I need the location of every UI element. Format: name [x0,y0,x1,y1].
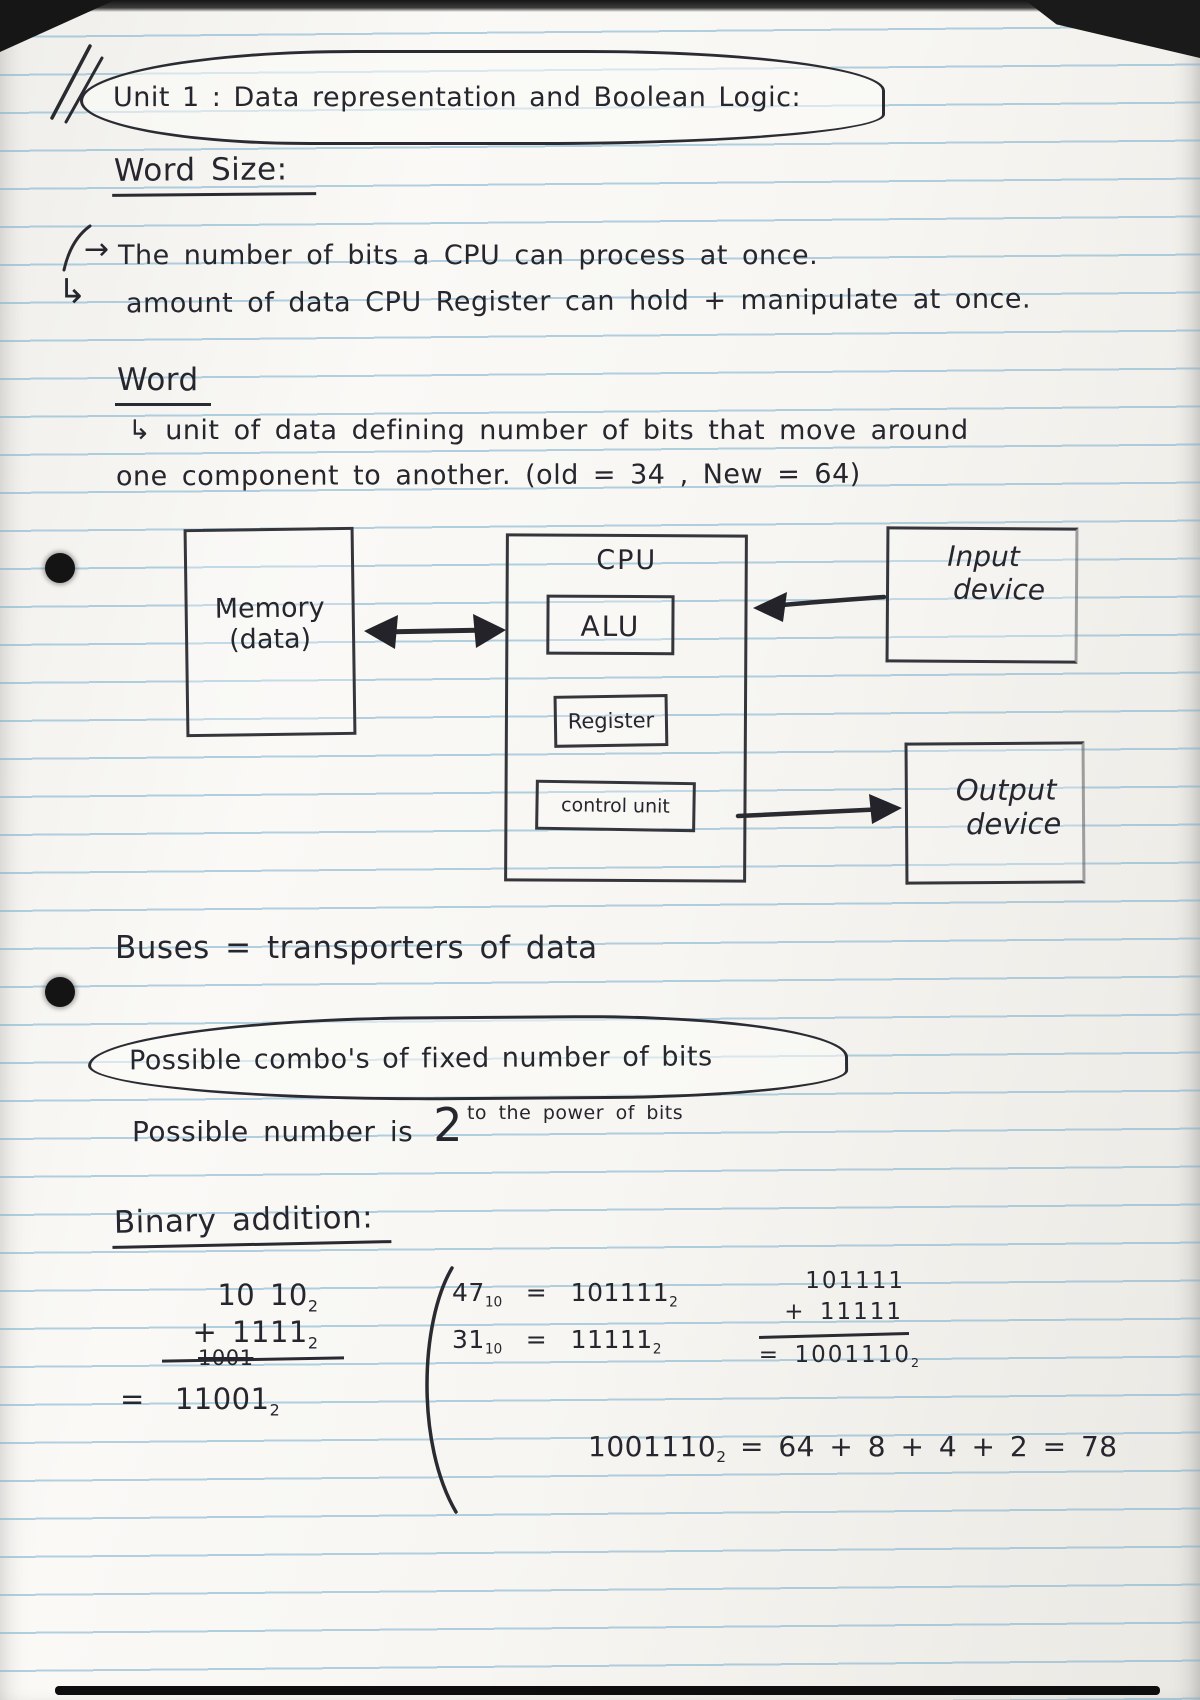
register-label: Register [567,708,655,734]
ex3-result: 10011102 [795,1342,919,1370]
ex3-result-value: 1001110 [794,1342,911,1368]
binary-example-1: 10 102 + 11112 1001 = 110012 [120,1278,370,1438]
ex3-result-row: = 10011102 [759,1342,919,1370]
memory-box: Memory (data) [183,526,357,738]
combos-note: Possible combo's of fixed number of bits [128,1040,713,1076]
final-binary-value: 1001110 [588,1430,717,1463]
ex1-equals: = [120,1382,145,1416]
arrow-right-icon: → [84,232,110,267]
scan-top-edge [0,0,1200,12]
buses-note: Buses = transporters of data [115,930,598,966]
word-size-point-2: amount of data CPU Register can hold + m… [125,283,1032,320]
output-device-label-line-1: Output [955,772,1057,808]
ex2-line2-binary-base: 2 [652,1341,662,1357]
word-size-point-1: The number of bits a CPU can process at … [118,240,819,271]
output-device-label-line-2: device [965,806,1062,842]
ex2-line2-decimal: 31 [452,1324,485,1354]
ex2-line2-binary: 11111 [570,1324,653,1354]
ex1-operand-2-base: 2 [307,1333,318,1353]
ex1-operand-1: 10 102 [217,1278,318,1315]
word-size-heading: Word Size: [111,151,316,197]
ex1-operand-2-value: + 1111 [192,1315,308,1349]
cpu-label: CPU [596,544,658,577]
final-binary-base: 2 [716,1448,726,1467]
ex2-line1-decimal: 47 [452,1278,485,1307]
hole-punch-top [45,553,75,583]
alu-label: ALU [580,609,641,644]
ex3-equals: = [758,1342,779,1368]
ex2-line-2: 3110 = 111112 [452,1325,678,1358]
memory-label: Memory (data) [187,592,352,656]
input-device-label: Input device [947,540,1075,607]
ex1-result: 110012 [175,1382,280,1419]
ex2-line2-equals: = [525,1324,548,1354]
ex2-line1-decimal-base: 10 [484,1294,503,1311]
register-box: Register [553,694,669,748]
ex3-result-base: 2 [910,1355,919,1371]
ex1-operand-1-value: 10 10 [217,1278,308,1312]
binary-addition-heading: Binary addition: [111,1199,392,1249]
final-decimal-sum: = 64 + 8 + 4 + 2 = 78 [740,1430,1118,1463]
ex2-line1-binary-base: 2 [669,1294,678,1311]
ex3-sum-rule [758,1332,910,1339]
cpu-box: CPU ALU Register control unit [504,533,748,883]
alu-box: ALU [546,594,675,656]
ex2-line1-binary: 101111 [570,1278,670,1307]
final-binary: 10011102 [588,1430,726,1466]
hole-punch-bottom [45,977,75,1007]
ex1-carry-struck: 1001 [198,1346,254,1370]
ex1-result-base: 2 [269,1400,280,1420]
input-device-label-line-2: device [952,572,1046,607]
output-device-label: Output device [955,772,1082,842]
arrow-hook-icon: ↳ [58,272,87,312]
ex1-operand-1-base: 2 [307,1296,318,1316]
binary-example-3: 101111 + 11111 = 10011102 [759,1268,919,1398]
ex3-operand-2: + 11111 [784,1299,903,1325]
binary-example-2: 4710 = 1011112 3110 = 111112 [452,1278,678,1357]
input-device-box: Input device [885,526,1079,664]
word-definition-line-2: one component to another. (old = 34 , Ne… [115,458,861,493]
possible-exponent: to the power of bits [466,1102,684,1124]
ex2-line2-decimal-base: 10 [484,1341,503,1357]
ex1-result-row: = 110012 [120,1382,280,1419]
final-conversion-line: 10011102 = 64 + 8 + 4 + 2 = 78 [588,1430,1118,1466]
control-unit-label: control unit [560,794,671,818]
word-heading: Word [115,362,211,406]
ex1-result-value: 11001 [174,1382,270,1416]
ex1-operand-2: + 11112 [193,1315,318,1352]
ex2-line-1: 4710 = 1011112 [452,1278,678,1311]
possible-base: 2 [433,1098,463,1152]
word-definition-line-1: ↳ unit of data defining number of bits t… [128,415,969,446]
ex2-line1-equals: = [525,1278,548,1307]
scan-bottom-edge [55,1686,1160,1695]
input-device-label-line-1: Input [947,539,1020,574]
unit-title: Unit 1 : Data representation and Boolean… [113,82,802,113]
ex3-operand-1: 101111 [805,1268,905,1294]
memory-label-line-1: Memory [214,592,325,625]
control-unit-box: control unit [535,779,696,833]
title-cloud: Unit 1 : Data representation and Boolean… [80,50,885,145]
possible-prefix: Possible number is [132,1115,414,1148]
output-device-box: Output device [904,741,1086,885]
possible-number-line: Possible number is 2 to the power of bit… [132,1102,683,1148]
memory-label-line-2: (data) [228,623,312,656]
